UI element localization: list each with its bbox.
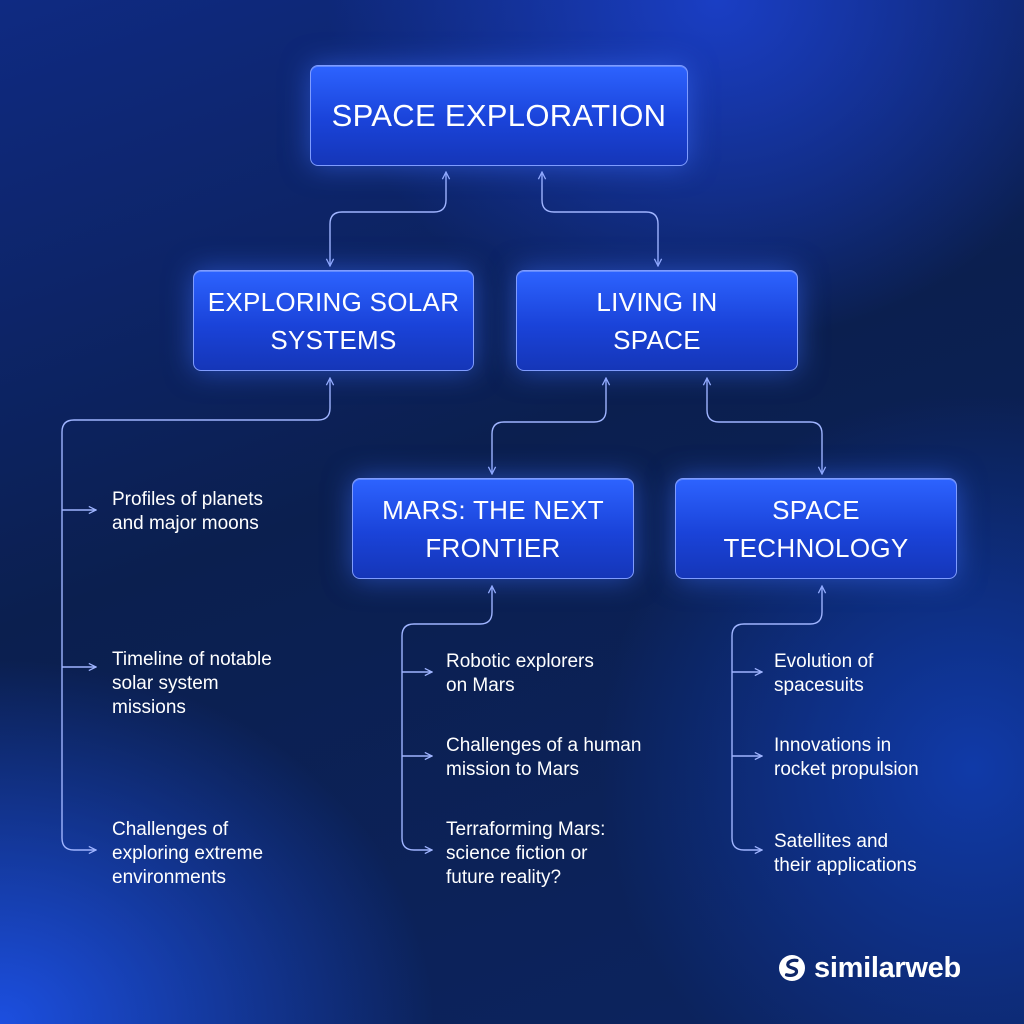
leaf-human-mission: Challenges of a human mission to Mars (446, 735, 642, 780)
leaf-terraforming: Terraforming Mars: science fiction or fu… (446, 819, 606, 888)
connector-living-tech (707, 378, 822, 474)
leaf-spacesuits: Evolution of spacesuits (774, 651, 874, 696)
node-space-exploration: SPACE EXPLORATION (310, 65, 688, 166)
node-space-technology: SPACE TECHNOLOGY (675, 478, 957, 579)
node-label: SPACE TECHNOLOGY (723, 494, 909, 563)
node-exploring-solar-systems: EXPLORING SOLAR SYSTEMS (193, 270, 474, 371)
connector-mars-trunk (401, 586, 492, 850)
node-living-in-space: LIVING IN SPACE (516, 270, 798, 371)
connector-root-living (542, 172, 658, 266)
leaf-robotic-explorers: Robotic explorers on Mars (446, 651, 594, 696)
brand-logo: similarweb (778, 948, 961, 988)
leaf-missions-timeline: Timeline of notable solar system mission… (112, 649, 272, 718)
node-label: LIVING IN SPACE (596, 286, 718, 355)
node-label: EXPLORING SOLAR SYSTEMS (207, 286, 460, 355)
leaf-planet-profiles: Profiles of planets and major moons (112, 489, 264, 534)
connector-tech-trunk (731, 586, 822, 850)
leaf-extreme-environments: Challenges of exploring extreme environm… (112, 819, 264, 888)
connector-root-solar (330, 172, 446, 266)
node-label: MARS: THE NEXT FRONTIER (382, 494, 604, 563)
leaf-rocket-propulsion: Innovations in rocket propulsion (774, 735, 919, 780)
similarweb-logo-icon (779, 955, 805, 981)
leaf-satellites: Satellites and their applications (774, 831, 917, 876)
brand-name: similarweb (814, 951, 961, 984)
node-mars-next-frontier: MARS: THE NEXT FRONTIER (352, 478, 634, 579)
node-label: SPACE EXPLORATION (331, 97, 667, 133)
connector-living-mars (492, 378, 606, 474)
connector-solar-trunk (61, 378, 330, 850)
